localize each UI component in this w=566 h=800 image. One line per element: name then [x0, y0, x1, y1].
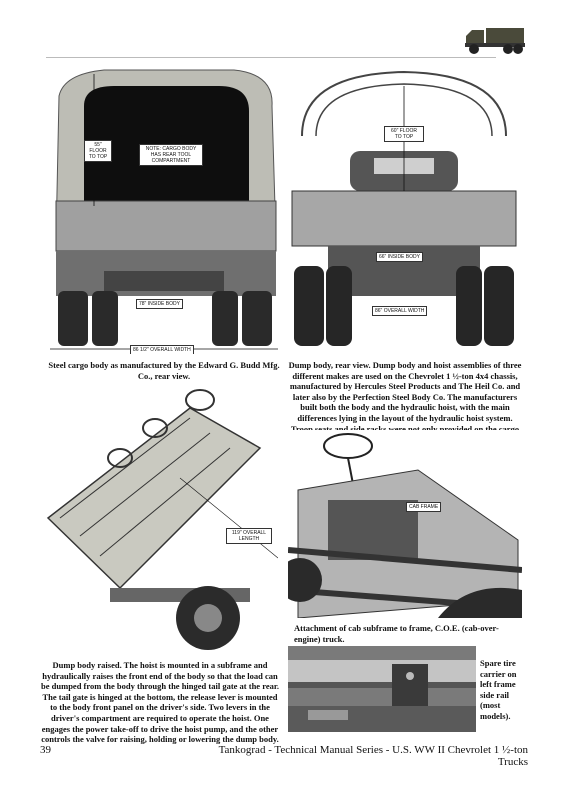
label-overall-length: 119" OVERALL LENGTH: [226, 528, 272, 544]
page-number: 39: [40, 744, 51, 756]
caption-cargo-body-rear: Steel cargo body as manufactured by the …: [48, 360, 280, 381]
label-overall-width: 86 1/2" OVERALL WIDTH: [130, 345, 194, 354]
label-floor-to-top: 60" FLOOR TO TOP: [384, 126, 424, 142]
photo-dump-body-raised: 119" OVERALL LENGTH: [40, 388, 278, 656]
label-inside-body: 78" INSIDE BODY: [136, 299, 183, 309]
label-inside-body: 66" INSIDE BODY: [376, 252, 423, 262]
label-overall-width: 86" OVERALL WIDTH: [372, 306, 428, 316]
photo-cargo-body-rear: 55" FLOOR TO TOP NOTE: CARGO BODY HAS RE…: [44, 66, 284, 354]
label-floor-to-top: 55" FLOOR TO TOP: [84, 140, 112, 162]
running-title: Tankograd - Technical Manual Series - U.…: [218, 744, 528, 768]
photo-cab-subframe: CAB FRAME: [288, 430, 522, 618]
caption-dump-body-raised: Dump body raised. The hoist is mounted i…: [41, 660, 279, 745]
caption-cab-subframe: Attachment of cab subframe to frame, C.O…: [294, 623, 499, 644]
label-cargo-note: NOTE: CARGO BODY HAS REAR TOOL COMPARTME…: [139, 144, 203, 166]
header-rule: [46, 57, 496, 58]
label-cab-frame: CAB FRAME: [406, 502, 442, 512]
photo-dump-body-rear: 60" FLOOR TO TOP 66" INSIDE BODY 86" OVE…: [288, 66, 520, 356]
photo-spare-tire-carrier: [288, 646, 476, 732]
truck-silhouette-icon: [464, 22, 528, 56]
caption-spare-tire-carrier: Spare tire carrier on left frame side ra…: [480, 658, 517, 721]
